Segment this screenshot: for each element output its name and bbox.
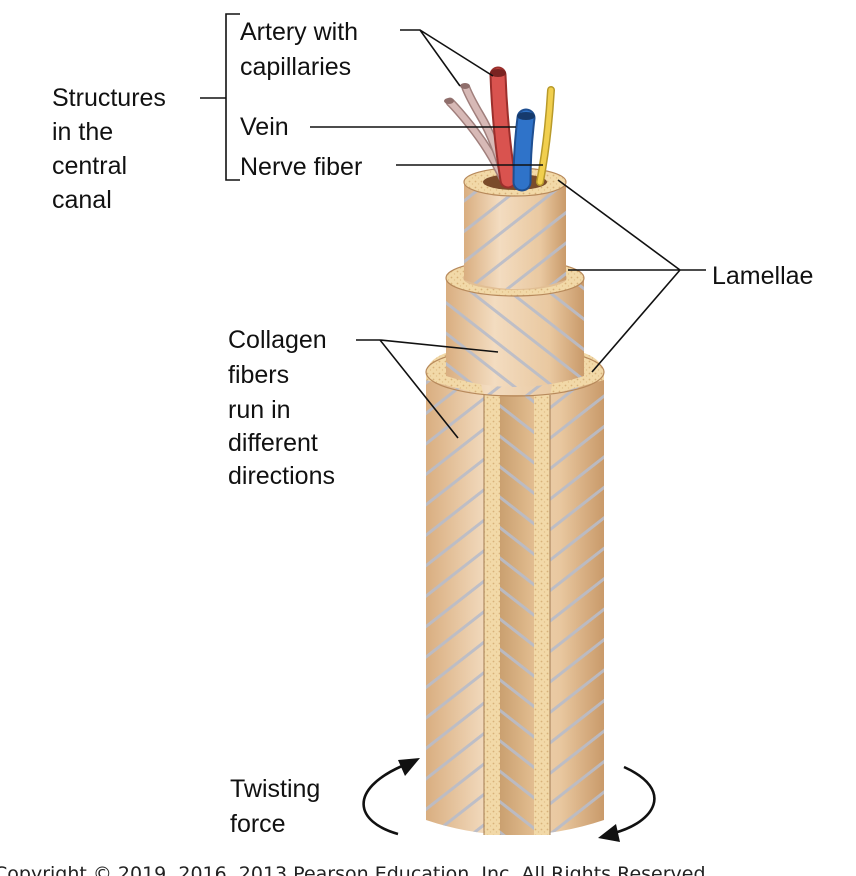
copyright-notice: Copyright © 2019, 2016, 2013 Pearson Edu… [0, 863, 706, 876]
label-structures-2: in the [52, 118, 113, 146]
label-artery-2: capillaries [240, 53, 351, 81]
outer-lamella [425, 347, 605, 835]
label-collagen-4: different [228, 429, 318, 457]
label-structures-3: central [52, 152, 127, 180]
twist-arrow-left [362, 764, 403, 836]
label-lamellae: Lamellae [712, 262, 813, 290]
leader-lamellae [557, 179, 706, 373]
label-collagen-5: directions [228, 462, 335, 490]
canal-contents [444, 66, 555, 192]
label-vein: Vein [240, 113, 289, 141]
label-collagen-2: fibers [228, 361, 289, 389]
label-nerve: Nerve fiber [240, 153, 362, 181]
label-artery-1: Artery with [240, 18, 358, 46]
label-structures-4: canal [52, 186, 112, 214]
label-twisting-2: force [230, 810, 286, 838]
label-structures-1: Structures [52, 84, 166, 112]
label-collagen-1: Collagen [228, 326, 327, 354]
label-collagen-3: run in [228, 396, 291, 424]
twist-arrow-right [613, 765, 656, 835]
leader-artery [400, 29, 494, 87]
bracket-central-canal [225, 13, 240, 181]
leader-collagen [356, 339, 499, 439]
twisting-arrows [362, 758, 656, 842]
label-twisting-1: Twisting [230, 775, 320, 803]
leader-lines [200, 13, 706, 439]
labels: Structures in the central canal Artery w… [0, 18, 813, 876]
